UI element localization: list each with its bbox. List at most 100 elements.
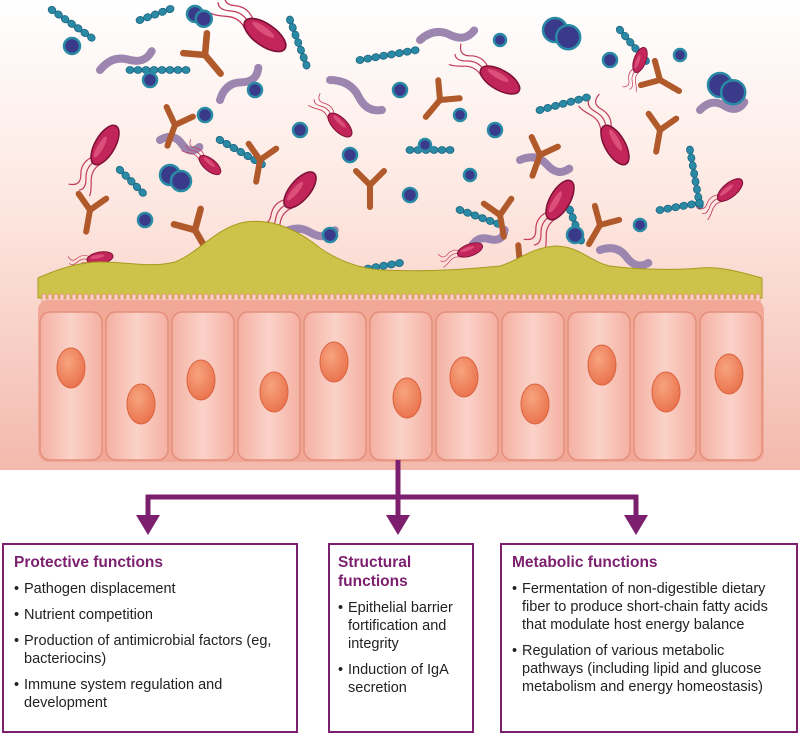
cell-nucleus bbox=[319, 341, 349, 383]
cell-nucleus bbox=[259, 371, 289, 413]
navy-cocci-icon bbox=[541, 16, 582, 51]
navy-cocci-icon bbox=[492, 32, 508, 48]
list-item: Induction of IgA secretion bbox=[338, 661, 464, 697]
navy-cocci-icon bbox=[246, 81, 264, 99]
metabolic-functions-title: Metabolic functions bbox=[512, 554, 658, 571]
orange-y-bacteria-icon bbox=[645, 110, 680, 155]
protective-functions-list: Pathogen displacement Nutrient competiti… bbox=[14, 580, 286, 712]
orange-y-bacteria-icon bbox=[245, 140, 280, 185]
cell-nucleus bbox=[392, 377, 422, 419]
orange-y-bacteria-icon bbox=[180, 30, 224, 77]
epithelial-cell bbox=[699, 311, 763, 461]
red-flagellated-bacteria-icon bbox=[578, 93, 630, 166]
red-flagellated-bacteria-icon bbox=[308, 93, 353, 138]
navy-cocci-icon bbox=[158, 163, 193, 193]
purple-rod-bacteria-icon bbox=[326, 76, 386, 115]
list-item: Epithelial barrier fortification and int… bbox=[338, 599, 464, 653]
navy-cocci-icon bbox=[136, 211, 154, 229]
red-flagellated-bacteria-icon bbox=[448, 43, 521, 95]
epithelial-cell bbox=[171, 311, 235, 461]
metabolic-functions-list: Fermentation of non-digestible dietary f… bbox=[512, 580, 786, 696]
protective-functions-box: Protective functions Pathogen displaceme… bbox=[2, 543, 298, 733]
epithelial-cell bbox=[435, 311, 499, 461]
arrowhead-right bbox=[624, 515, 648, 535]
bacteria-layer bbox=[47, 0, 749, 288]
teal-chain-bacteria-icon bbox=[686, 145, 704, 210]
purple-rod-bacteria-icon bbox=[516, 153, 574, 176]
navy-cocci-icon bbox=[452, 107, 468, 123]
navy-cocci-icon bbox=[141, 71, 159, 89]
red-flagellated-bacteria-icon bbox=[181, 139, 222, 176]
orange-y-bacteria-icon bbox=[637, 57, 683, 94]
navy-cocci-icon bbox=[486, 121, 504, 139]
list-item: Regulation of various metabolic pathways… bbox=[512, 642, 786, 696]
teal-chain-bacteria-icon bbox=[47, 5, 96, 42]
navy-cocci-icon bbox=[321, 226, 339, 244]
orange-y-bacteria-icon bbox=[75, 190, 110, 235]
connector-arrows bbox=[136, 460, 648, 535]
epithelial-cell bbox=[369, 311, 433, 461]
teal-chain-bacteria-icon bbox=[286, 15, 311, 70]
epithelial-cell bbox=[567, 311, 631, 461]
navy-cocci-icon bbox=[706, 71, 747, 106]
cell-nucleus bbox=[449, 356, 479, 398]
orange-y-bacteria-icon bbox=[163, 104, 196, 149]
arrowhead-middle bbox=[386, 515, 410, 535]
structural-functions-title: Structural functions bbox=[338, 554, 412, 590]
orange-y-bacteria-icon bbox=[422, 77, 463, 120]
red-flagellated-bacteria-icon bbox=[210, 0, 287, 53]
arrowhead-left bbox=[136, 515, 160, 535]
navy-cocci-icon bbox=[62, 36, 82, 56]
epithelial-cell bbox=[633, 311, 697, 461]
navy-cocci-icon bbox=[462, 167, 478, 183]
protective-functions-title: Protective functions bbox=[14, 554, 163, 571]
list-item: Pathogen displacement bbox=[14, 580, 286, 598]
teal-chain-bacteria-icon bbox=[115, 165, 147, 197]
navy-cocci-icon bbox=[672, 47, 688, 63]
red-flagellated-bacteria-icon bbox=[622, 46, 648, 92]
navy-cocci-icon bbox=[196, 106, 214, 124]
teal-chain-bacteria-icon bbox=[405, 146, 455, 154]
navy-cocci-icon bbox=[601, 51, 619, 69]
cell-nucleus bbox=[651, 371, 681, 413]
navy-cocci-icon bbox=[417, 137, 433, 153]
mucus-layer bbox=[37, 220, 763, 299]
purple-rod-bacteria-icon bbox=[96, 47, 156, 74]
metabolic-functions-box: Metabolic functions Fermentation of non-… bbox=[500, 543, 798, 733]
red-flagellated-bacteria-icon bbox=[67, 251, 114, 271]
epithelial-cell bbox=[501, 311, 565, 461]
navy-cocci-icon bbox=[291, 121, 309, 139]
purple-rod-bacteria-icon bbox=[696, 98, 749, 114]
gut-epithelium-illustration bbox=[0, 0, 800, 470]
navy-cocci-icon bbox=[185, 4, 214, 29]
purple-rod-bacteria-icon bbox=[216, 63, 263, 104]
red-flagellated-bacteria-icon bbox=[68, 124, 120, 197]
navy-cocci-icon bbox=[565, 225, 585, 245]
epithelial-cell bbox=[105, 311, 169, 461]
list-item: Nutrient competition bbox=[14, 606, 286, 624]
list-item: Fermentation of non-digestible dietary f… bbox=[512, 580, 786, 634]
epithelial-cell bbox=[39, 311, 103, 461]
teal-chain-bacteria-icon bbox=[135, 5, 175, 24]
red-flagellated-bacteria-icon bbox=[696, 178, 744, 221]
cell-nucleus bbox=[520, 383, 550, 425]
cell-nucleus bbox=[587, 344, 617, 386]
teal-chain-bacteria-icon bbox=[125, 66, 191, 74]
epithelial-cell bbox=[303, 311, 367, 461]
epithelial-cells bbox=[39, 311, 763, 461]
orange-y-bacteria-icon bbox=[353, 168, 387, 210]
navy-cocci-icon bbox=[401, 186, 419, 204]
navy-cocci-icon bbox=[391, 81, 409, 99]
cell-nucleus bbox=[126, 383, 156, 425]
red-flagellated-bacteria-icon bbox=[523, 179, 575, 252]
cell-nucleus bbox=[714, 353, 744, 395]
cell-nucleus bbox=[186, 359, 216, 401]
structural-functions-box: Structural functions Epithelial barrier … bbox=[328, 543, 474, 733]
purple-rod-bacteria-icon bbox=[416, 26, 479, 44]
cell-nucleus bbox=[56, 347, 86, 389]
orange-y-bacteria-icon bbox=[528, 134, 561, 179]
orange-y-bacteria-icon bbox=[586, 202, 623, 248]
orange-y-bacteria-icon bbox=[480, 195, 515, 240]
red-flagellated-bacteria-icon bbox=[437, 242, 484, 268]
purple-rod-bacteria-icon bbox=[596, 244, 653, 270]
